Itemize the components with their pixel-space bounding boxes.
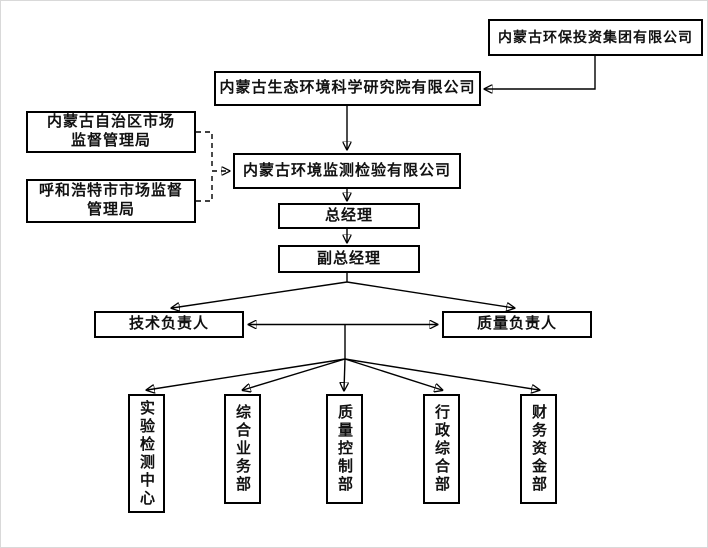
node-technical-director: 技术负责人 <box>94 311 244 338</box>
node-institute: 内蒙古生态环境科学研究院有限公司 <box>214 71 481 106</box>
node-dept-finance: 财务资金部 <box>520 394 557 504</box>
edge-fan-business <box>243 358 346 390</box>
node-market-region-bureau: 内蒙古自治区市场 监督管理局 <box>26 111 196 153</box>
node-dept-business: 综合业务部 <box>224 394 261 504</box>
node-quality-director: 质量负责人 <box>442 311 592 338</box>
node-dept-admin: 行政综合部 <box>423 394 460 504</box>
node-market-city-bureau: 呼和浩特市市场监督 管理局 <box>26 179 196 223</box>
edge-dgm-quality <box>346 281 514 308</box>
edge-fan-finance <box>344 358 539 390</box>
edge-fan-admin <box>344 358 442 390</box>
node-general-manager: 总经理 <box>278 203 420 229</box>
node-deputy-general-manager: 副总经理 <box>278 245 420 273</box>
edge-region-bureau-elbow <box>196 131 213 170</box>
node-group-company: 内蒙古环保投资集团有限公司 <box>488 19 703 56</box>
node-company: 内蒙古环境监测检验有限公司 <box>233 153 461 189</box>
edge-city-bureau-elbow <box>196 172 213 202</box>
edge-fan-testing-center <box>147 358 346 390</box>
node-dept-testing-center: 实验检测中心 <box>128 394 165 513</box>
edge-fan-quality-control <box>344 358 345 390</box>
edge-group-institute <box>485 56 596 89</box>
node-dept-quality-control: 质量控制部 <box>326 394 363 504</box>
edge-dgm-technical <box>172 281 348 308</box>
